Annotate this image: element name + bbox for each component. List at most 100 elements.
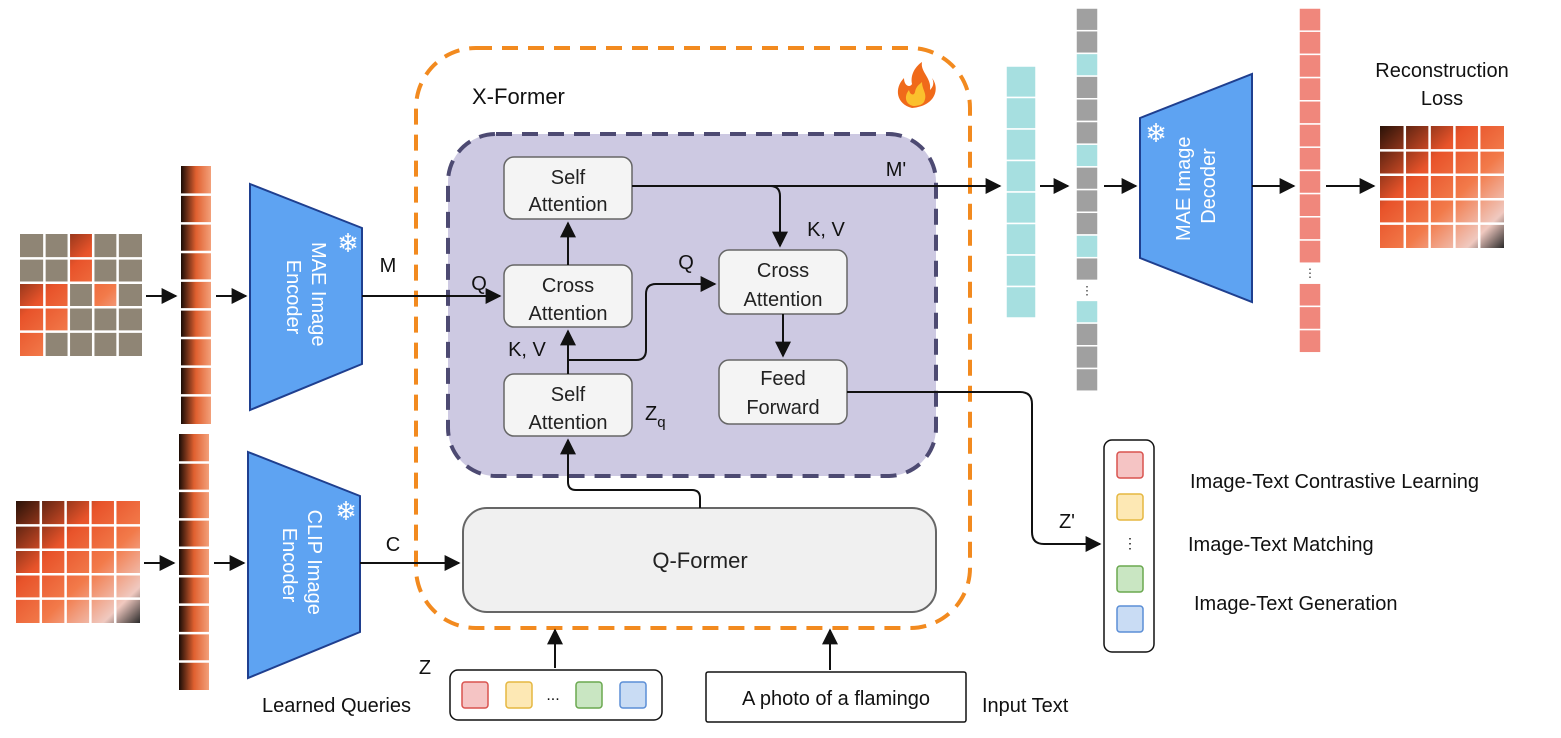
- masked-patch: [20, 234, 45, 259]
- token-cell: [1005, 159, 1037, 193]
- cross-attention-right-line1: Cross: [757, 260, 809, 282]
- token-cell: [1298, 305, 1322, 331]
- token-cell: [1075, 188, 1099, 214]
- zq-label-sub: q: [657, 414, 665, 431]
- query-ellipsis: ...: [546, 687, 559, 704]
- masked-patch: [93, 258, 118, 283]
- masked-patch: [44, 331, 69, 356]
- cross-attention-left-line2: Attention: [529, 303, 608, 325]
- token-cell: [1075, 29, 1099, 55]
- arrow-qformer-to-self: [560, 438, 701, 508]
- cross-attention-left-line1: Cross: [542, 275, 594, 297]
- token-cell: [1298, 123, 1322, 148]
- cross-attention-right-block: Cross Attention: [718, 249, 848, 315]
- token-cell: [1075, 345, 1099, 370]
- input-text-value: A photo of a flamingo: [742, 688, 930, 710]
- token-cell: [1075, 299, 1099, 324]
- masked-patch: [117, 307, 142, 332]
- mae-encoder-label-line1: MAE Image: [307, 242, 329, 346]
- masked-patch: [68, 331, 94, 356]
- input-text-label: Input Text: [982, 695, 1069, 717]
- masked-patch: [117, 258, 142, 283]
- token-cell: [1075, 120, 1099, 145]
- token-cell: [1298, 282, 1322, 308]
- objective-token-list: ⋮: [1103, 439, 1155, 653]
- qformer-block: Q-Former: [462, 507, 937, 613]
- kv-right-label: K, V: [807, 219, 845, 241]
- token-cell: [1005, 285, 1037, 319]
- qformer-label: Q-Former: [652, 548, 747, 573]
- snowflake-icon: ❄: [1145, 118, 1167, 148]
- mae-image-decoder: MAE Image Decoder ❄: [1139, 72, 1253, 304]
- masked-patch: [44, 234, 69, 259]
- self-attention-bottom-line1: Self: [551, 384, 586, 406]
- token-cell: [1075, 234, 1099, 259]
- cross-attention-right-line2: Attention: [744, 289, 823, 311]
- query-token-blue: [619, 681, 647, 709]
- fire-icon: [897, 62, 936, 108]
- masked-patch: [117, 331, 142, 356]
- objective-token-red: [1116, 451, 1144, 479]
- objective-matching: Image-Text Matching: [1188, 534, 1374, 556]
- self-attention-bottom-block: Self Attention: [503, 373, 633, 437]
- feed-forward-line1: Feed: [760, 368, 806, 390]
- masked-patch: [68, 307, 94, 332]
- z-label: Z: [419, 657, 431, 679]
- token-cell: [1005, 65, 1037, 99]
- self-attention-top-line2: Attention: [529, 194, 608, 216]
- token-cell: [1075, 166, 1099, 191]
- reconstruction-loss-line1: Reconstruction: [1375, 60, 1508, 82]
- objective-token-green: [1116, 565, 1144, 593]
- objective-token-yellow: [1116, 493, 1144, 521]
- teal-token-strip: [1005, 65, 1037, 319]
- feed-forward-block: Feed Forward: [718, 359, 848, 425]
- objective-contrastive: Image-Text Contrastive Learning: [1190, 471, 1479, 493]
- xformer-boundary: [414, 46, 972, 630]
- mae-image-encoder: MAE Image Encoder ❄: [249, 182, 363, 412]
- svg-text:MAE Image Encoder: MAE Image Encoder: [282, 242, 329, 352]
- masked-patch: [117, 282, 142, 308]
- cross-attention-left-block: Cross Attention: [503, 264, 633, 328]
- mae-decoder-label-line1: MAE Image: [1173, 137, 1195, 241]
- arrow-kv-to-cross-right: [568, 276, 717, 361]
- query-token-red: [461, 681, 489, 709]
- token-cell: [1075, 98, 1099, 123]
- learned-queries-label: Learned Queries: [262, 695, 411, 717]
- objective-token-blue: [1116, 605, 1144, 633]
- token-cell: [1298, 192, 1322, 218]
- token-cell: [1005, 222, 1037, 256]
- masked-patch: [44, 258, 69, 283]
- snowflake-icon: ❄: [335, 496, 357, 526]
- masked-patch: [93, 307, 118, 332]
- masked-patch-sequence: [181, 166, 211, 424]
- q-right-label: Q: [678, 252, 694, 274]
- clip-encoder-label-line1: CLIP Image: [303, 510, 325, 615]
- self-attention-bottom-line2: Attention: [529, 412, 608, 434]
- mae-decoder-label-line2: Decoder: [1198, 148, 1220, 224]
- token-cell: [1075, 256, 1099, 282]
- feed-forward-line2: Forward: [746, 397, 819, 419]
- token-cell: [1005, 254, 1037, 288]
- reconstructed-token-strip: ⋮: [1298, 7, 1322, 354]
- token-cell: [1075, 211, 1099, 236]
- token-cell: [1298, 53, 1322, 79]
- c-label: C: [386, 534, 400, 556]
- masked-patch: [93, 331, 118, 356]
- arrow-z-prime: [847, 391, 1102, 552]
- masked-patch: [20, 258, 45, 283]
- token-cell: [1298, 169, 1322, 195]
- snowflake-icon: ❄: [337, 228, 359, 258]
- clip-encoder-label-line2: Encoder: [278, 528, 300, 603]
- token-cell: [1298, 100, 1322, 125]
- mixed-token-strip: ⋮: [1075, 7, 1099, 392]
- token-cell: [1298, 216, 1322, 241]
- token-cell: [1075, 7, 1099, 32]
- self-attention-top-line1: Self: [551, 167, 586, 189]
- token-cell: [1298, 30, 1322, 56]
- m-prime-label: M': [886, 159, 906, 181]
- learned-queries-box: ...: [449, 669, 663, 721]
- token-cell: [1005, 128, 1037, 162]
- query-token-green: [575, 681, 603, 709]
- q-left-label: Q: [471, 273, 487, 295]
- reconstruction-loss-line2: Loss: [1421, 88, 1463, 110]
